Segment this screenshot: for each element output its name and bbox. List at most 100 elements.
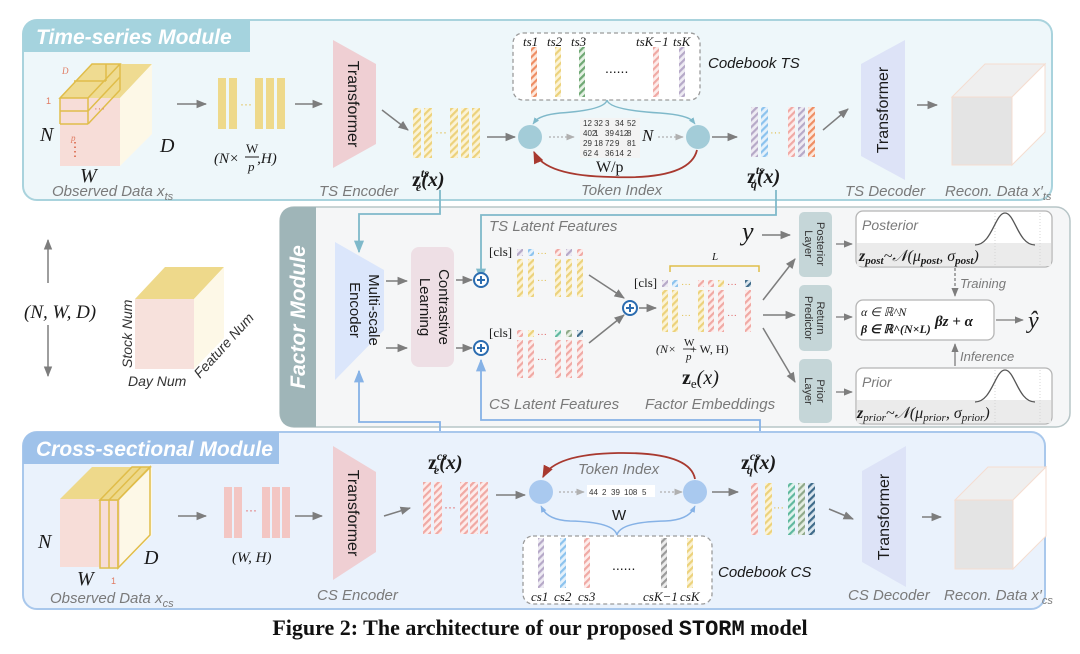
cs-codebook-ellipsis: ...... (612, 557, 635, 573)
cs-token-index-feedback-arrow (542, 452, 696, 480)
ts-patch-shape: (N×,H) (214, 151, 277, 167)
ts-shape-frac-den: p (247, 159, 255, 174)
ts-token-index-cell: 29 (583, 139, 592, 148)
factor-emb-label: Factor Embeddings (645, 396, 776, 413)
ts-decoder-block-label: Transformer (875, 66, 892, 153)
cs-token-index-cell: 2 (602, 488, 607, 497)
ts-decoder-label: TS Decoder (845, 183, 926, 200)
ts-arrow-to-ze (381, 109, 409, 131)
data-shape-label: (N, W, D) (24, 302, 96, 323)
ts-ze-tokens: ··· (413, 108, 480, 158)
ts-codebook-ellipsis: ...... (605, 60, 628, 76)
ts-shape-frac-num: W (246, 141, 259, 156)
cs-dim-n: N (37, 531, 53, 553)
ts-codebook-vectors (531, 47, 685, 97)
ts-token-index-cell: 14 (615, 149, 624, 158)
cs-token-index-cell: 39 (611, 488, 620, 497)
cs-latent-label: CS Latent Features (489, 396, 620, 413)
cs-decoder-block-label: Transformer (876, 473, 893, 560)
cs-grid-w: W (612, 507, 627, 524)
svg-text:···: ··· (537, 275, 547, 286)
cs-decoder-label: CS Decoder (848, 587, 931, 604)
factor-emb-l-label: L (711, 251, 718, 263)
posterior-box: Posterior zpost~𝒩(μpost, σpost) (855, 210, 1053, 268)
ts-arrow-to-decoder (822, 108, 849, 131)
ts-quantizer-node-right (686, 125, 710, 149)
posterior-layer-label: PosteriorLayer (802, 222, 826, 266)
prior-gaussian-curve (974, 369, 1036, 403)
ts-grid-n: N (641, 126, 655, 145)
ts-decoder-trapezoid (861, 40, 905, 180)
alpha-definition: α ∈ ℝ^N (861, 305, 907, 319)
ts-encoder-label: TS Encoder (319, 183, 399, 200)
svg-text:csK−1: csK−1 (643, 589, 678, 604)
cs-quantizer-node-right (683, 480, 707, 504)
svg-text:···: ··· (444, 500, 456, 514)
axis-stock-label: Stock Num (119, 299, 135, 368)
ts-latent-tokens: ··· ··· (517, 248, 583, 297)
svg-text:···: ··· (727, 310, 737, 321)
ts-codebook-label: Codebook TS (708, 55, 800, 72)
prior-layer-block (799, 359, 832, 423)
svg-text:···: ··· (537, 248, 547, 259)
factor-emb-tokens: ··· ··· ··· ··· (662, 279, 751, 332)
yhat-label: ŷ (1026, 308, 1039, 334)
return-predictor-block (799, 285, 832, 351)
time-series-module: Time-series Module D 1 p ··· N D W Obser… (22, 19, 1053, 203)
factor-emb-frac-den: p (685, 351, 692, 363)
ts-token-index-cell: 1 (594, 129, 599, 138)
cs-codebook-token-labels: cs1 cs2 cs3 csK−1 csK (531, 589, 701, 604)
ts-token-index-label: Token Index (581, 182, 663, 199)
cs-recon-cube (953, 465, 1048, 571)
ts-latent-label: TS Latent Features (489, 218, 618, 235)
posterior-title: Posterior (862, 217, 919, 233)
posterior-gaussian-curve (974, 212, 1036, 246)
ts-patch-1-label: 1 (46, 96, 51, 106)
prior-formula: zprior~𝒩(μprior, σprior) (856, 405, 990, 424)
ts-module-title: Time-series Module (36, 26, 232, 49)
svg-text:cs2: cs2 (554, 589, 572, 604)
factor-module-sidebar (280, 207, 316, 427)
ts-token-index-cell: 32 (594, 119, 603, 128)
ts-token-index-cell: 34 (615, 119, 624, 128)
ts-token-index-cell: 8 (627, 129, 632, 138)
ts-patch-p-label: p (70, 133, 76, 143)
ts-latent-cls: [cls] (489, 244, 512, 259)
cs-recon-label: Recon. Data x′cs (944, 587, 1053, 607)
factor-emb-frac-num: W (684, 337, 695, 349)
ts-dim-d: D (159, 135, 175, 157)
cs-ze-tokens: ··· (423, 482, 488, 534)
cs-encoder-block-label: Transformer (344, 470, 361, 557)
cs-ze-to-encoder-link (353, 369, 441, 432)
ts-token-index-cell: 412 (615, 129, 629, 138)
svg-text:cs1: cs1 (531, 589, 548, 604)
prior-title: Prior (862, 374, 893, 390)
cs-encoder-label: CS Encoder (317, 587, 399, 604)
ts-dim-n: N (39, 124, 55, 146)
caption-prefix: Figure 2: The architecture of our propos… (272, 615, 679, 640)
multi-scale-encoder-label: Multi-scaleEncoder (346, 274, 382, 346)
ts-observed-label: Observed Data xts (52, 183, 174, 203)
ts-recon-label: Recon. Data x′ts (945, 183, 1052, 203)
predict-formula: βz + α (934, 314, 974, 330)
cs-module-header (23, 432, 279, 464)
ts-token-index-cell: 62 (583, 149, 592, 158)
posterior-layer-block (799, 212, 832, 277)
svg-text:tsK−1: tsK−1 (636, 34, 669, 49)
svg-text:cs3: cs3 (578, 589, 596, 604)
cs-patch-shape: (W, H) (232, 550, 271, 566)
cs-quantizer-node-left (529, 480, 553, 504)
factor-emb-l-brace (669, 265, 760, 272)
data-shape-legend: (N, W, D) Stock Num Day Num Feature Num (24, 238, 257, 389)
ts-quantizer-node-left (518, 125, 542, 149)
caption-model-name: STORM (678, 617, 745, 642)
cs-latent-tokens: ··· ··· (517, 329, 583, 378)
svg-text:tsK: tsK (673, 34, 692, 49)
svg-text:ts3: ts3 (571, 34, 587, 49)
prior-box: Prior zprior~𝒩(μprior, σprior) (855, 367, 1053, 425)
beta-definition: β ∈ ℝ^(N×L) (860, 322, 931, 336)
ts-patch-tokens: ··· (218, 78, 285, 129)
